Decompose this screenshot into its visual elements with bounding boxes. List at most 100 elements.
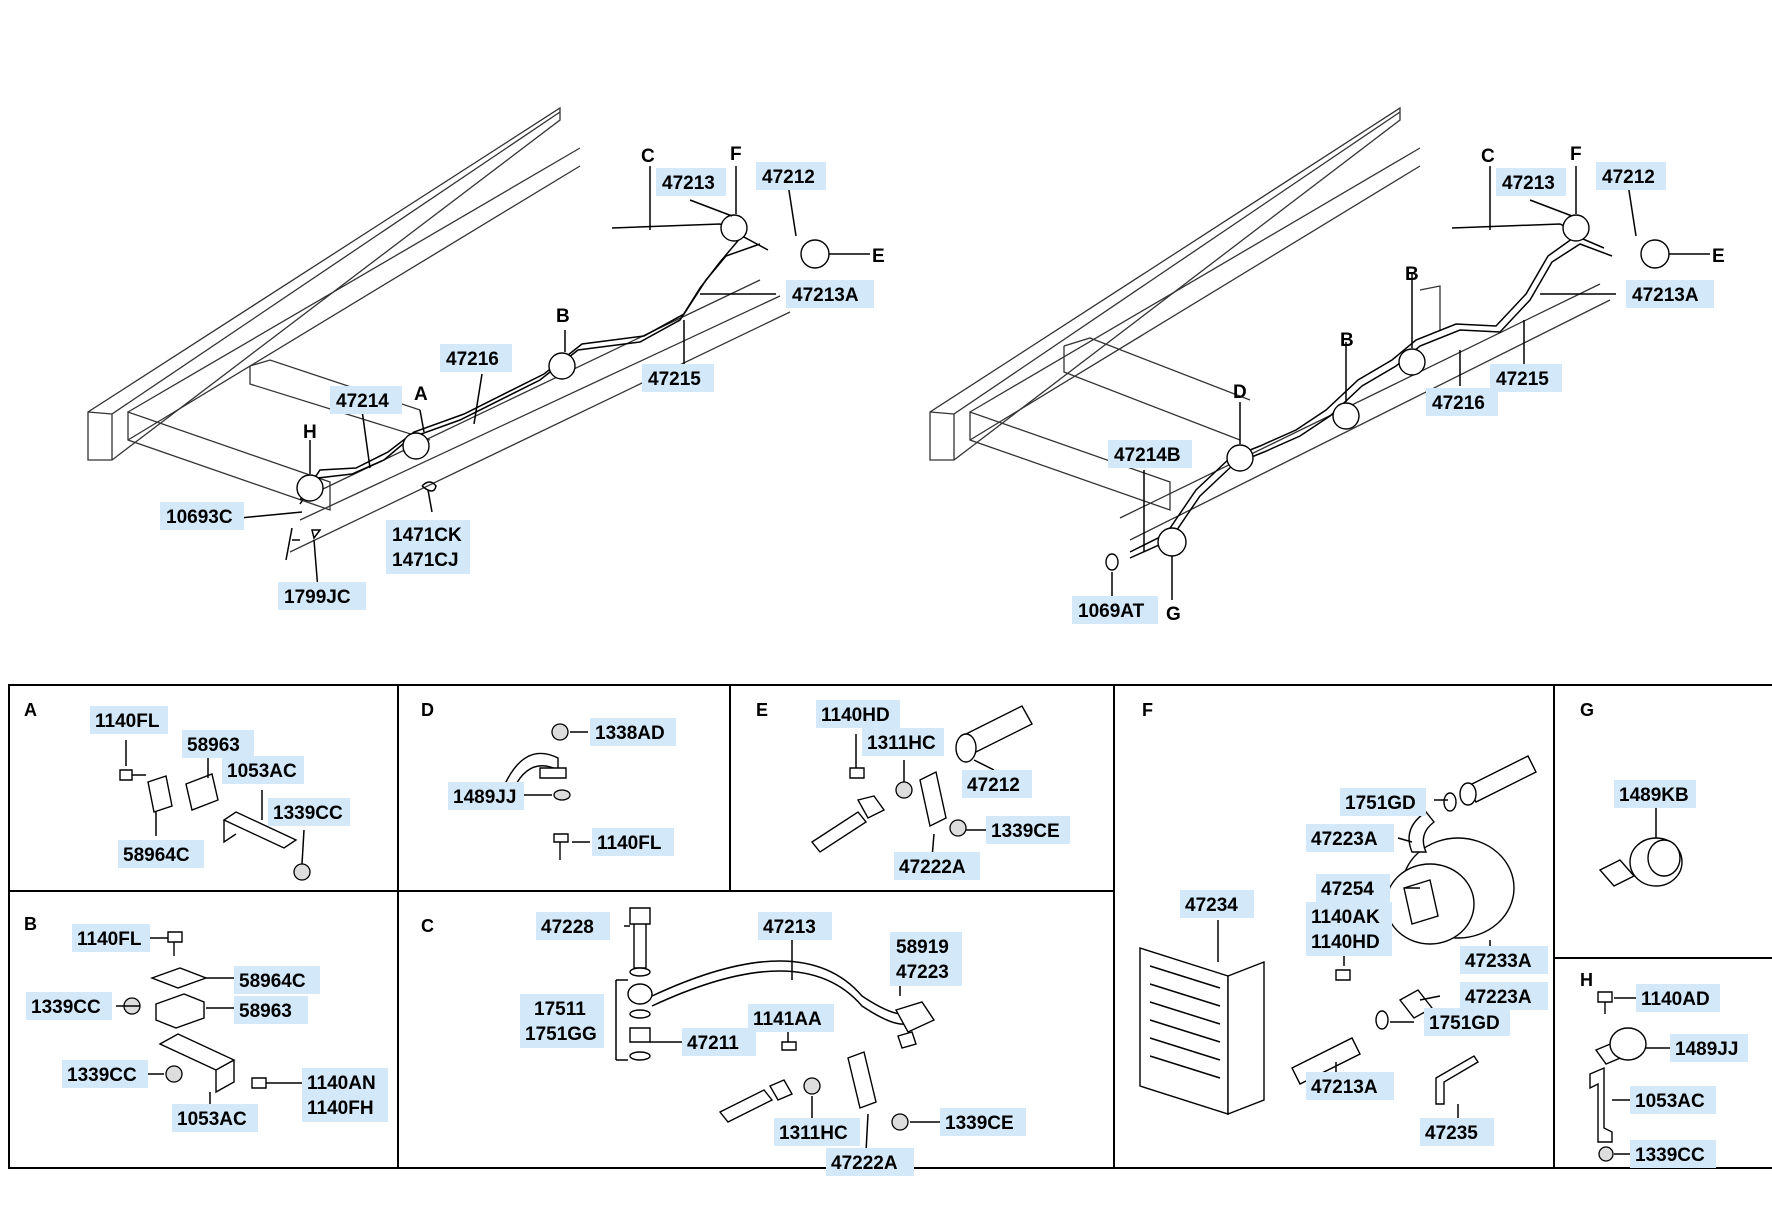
box-f-label-47213a: 47213A	[1306, 1072, 1394, 1100]
svg-text:47223A: 47223A	[1311, 829, 1378, 850]
pipe-e	[810, 811, 868, 853]
svg-text:47214: 47214	[336, 391, 389, 412]
box-e-label-1339ce: 1339CE	[986, 816, 1070, 844]
svg-text:1489KB: 1489KB	[1619, 785, 1689, 806]
box-f-label-1751gd-bottom: 1751GD	[1424, 1008, 1510, 1036]
svg-text:47213: 47213	[763, 917, 816, 938]
fitting-e	[955, 733, 977, 763]
svg-text:1140FH: 1140FH	[307, 1098, 374, 1119]
box-c-label-47213: 47213	[758, 912, 832, 940]
svg-text:1339CC: 1339CC	[1635, 1145, 1705, 1166]
clip-58963-b	[155, 993, 205, 1029]
box-b-label-1140fl: 1140FL	[72, 924, 150, 952]
svg-text:1799JC: 1799JC	[284, 587, 351, 608]
box-b-letter: B	[24, 914, 37, 934]
washer-1489jj	[553, 789, 571, 801]
box-b-label-58964c: 58964C	[234, 966, 320, 994]
box-f-label-47233a: 47233A	[1460, 946, 1548, 974]
detail-circle-e	[800, 239, 830, 269]
clip-1471	[421, 481, 437, 492]
svg-text:1489JJ: 1489JJ	[453, 787, 516, 808]
detail-box-a: A 1140FL 58963 1053AC 1339CC 58964C	[24, 700, 350, 881]
hose-f-top	[1467, 755, 1537, 803]
box-f-label-47223a-top: 47223A	[1306, 824, 1394, 852]
tr-label-47212: 47212	[1596, 162, 1666, 190]
svg-text:47216: 47216	[446, 349, 499, 370]
bracket-47222a-e	[919, 770, 947, 828]
tr-label-47214b: 47214B	[1108, 440, 1192, 468]
svg-text:1140AK: 1140AK	[1311, 907, 1380, 928]
svg-text:47213: 47213	[1502, 173, 1555, 194]
tl-label-10693c: 10693C	[160, 502, 244, 530]
clamp-d	[505, 752, 559, 790]
box-c-label-1339ce: 1339CE	[940, 1108, 1026, 1136]
clip-58963	[185, 773, 219, 811]
svg-text:1140HD: 1140HD	[821, 705, 890, 726]
top-right-assembly	[929, 106, 1710, 600]
box-h-label-1140ad: 1140AD	[1636, 984, 1720, 1012]
tl-label-47213a: 47213A	[786, 280, 874, 308]
box-f-label-1140ak: 1140AK 1140HD	[1306, 902, 1392, 956]
box-a-label-58964c: 58964C	[118, 840, 204, 868]
svg-text:47223: 47223	[896, 962, 949, 983]
box-a-letter: A	[24, 700, 37, 720]
box-d-label-1489jj: 1489JJ	[448, 782, 524, 810]
top-left-assembly	[87, 106, 870, 591]
box-e-letter: E	[756, 700, 768, 720]
nut-fitting-e	[856, 795, 886, 819]
svg-text:58963: 58963	[239, 1001, 292, 1022]
svg-text:1140FL: 1140FL	[95, 711, 160, 732]
svg-text:47214B: 47214B	[1114, 445, 1181, 466]
tl-label-47213: 47213	[656, 168, 726, 196]
svg-text:47222A: 47222A	[899, 857, 966, 878]
svg-text:47212: 47212	[762, 167, 815, 188]
tr-letter-g: G	[1166, 604, 1181, 625]
svg-text:1053AC: 1053AC	[1635, 1091, 1705, 1112]
bolt-47211	[629, 1027, 651, 1043]
box-h-label-1053ac: 1053AC	[1630, 1086, 1716, 1114]
svg-text:1339CE: 1339CE	[991, 821, 1060, 842]
svg-text:1471CK: 1471CK	[392, 525, 462, 546]
svg-text:10693C: 10693C	[166, 507, 233, 528]
bolt-1140an-b	[251, 1077, 288, 1089]
clip-1799jc	[311, 529, 322, 540]
bracket-1053ac-h	[1589, 1066, 1613, 1143]
box-f-letter: F	[1142, 700, 1153, 720]
svg-text:47228: 47228	[541, 917, 594, 938]
nut-1339cc-h	[1598, 1146, 1614, 1162]
clip-58964c-b	[149, 967, 209, 989]
tl-label-47212: 47212	[756, 162, 826, 190]
svg-text:1069AT: 1069AT	[1078, 601, 1145, 622]
oring-1751gd-top	[1443, 792, 1457, 812]
svg-text:47213A: 47213A	[792, 285, 859, 306]
detail-circle-d	[1226, 444, 1254, 472]
svg-text:47233A: 47233A	[1465, 951, 1532, 972]
nut-1339ce-e	[949, 819, 967, 837]
svg-text:1489JJ: 1489JJ	[1675, 1039, 1738, 1060]
svg-text:1471CJ: 1471CJ	[392, 550, 459, 571]
svg-text:1311HC: 1311HC	[779, 1123, 848, 1144]
clamp-1489jj-h	[1609, 1027, 1647, 1061]
nut-1339ce-c	[891, 1113, 909, 1131]
detail-box-h: H 1140AD 1489JJ 1053AC 1339CC	[1580, 970, 1748, 1168]
svg-text:47215: 47215	[1496, 369, 1549, 390]
bracket-1053ac-b	[158, 1033, 236, 1094]
bolt-1140fl	[119, 769, 133, 781]
elbow-47223a-top	[1408, 811, 1435, 853]
tl-letter-c: C	[641, 146, 655, 167]
tr-letter-c: C	[1481, 146, 1495, 167]
svg-text:1140FL: 1140FL	[597, 833, 662, 854]
tr-label-1069at: 1069AT	[1072, 596, 1158, 624]
tl-label-1471ck: 1471CK 1471CJ	[386, 520, 470, 574]
tr-letter-b1: B	[1405, 264, 1419, 285]
svg-text:1339CC: 1339CC	[67, 1065, 137, 1086]
svg-text:1751GD: 1751GD	[1345, 793, 1416, 814]
svg-text:1140FL: 1140FL	[77, 929, 142, 950]
svg-text:1140HD: 1140HD	[1311, 932, 1380, 953]
banjo-fitting-c	[627, 983, 653, 1005]
bolt-47228	[629, 907, 651, 969]
svg-text:1140AN: 1140AN	[307, 1073, 376, 1094]
tl-letter-h: H	[303, 422, 317, 443]
